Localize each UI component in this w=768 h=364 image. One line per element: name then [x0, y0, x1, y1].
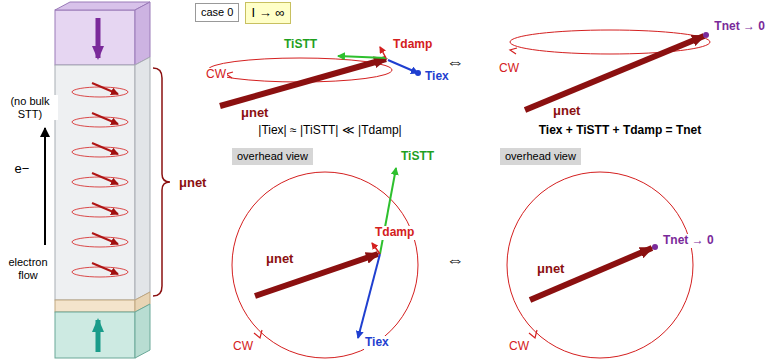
vector-label: μnet [552, 104, 581, 119]
vector-label: Tiex [364, 336, 390, 350]
vector-label: |Tiex| ≈ |TiSTT| ≪ |Tdamp| [257, 124, 402, 138]
box-text: overhead view [505, 150, 576, 162]
precession-ring [72, 207, 128, 217]
text-label: (no bulk STT) [2, 95, 58, 120]
rotation-label: CW [508, 340, 530, 354]
precession-ring [72, 177, 128, 187]
precession-ring [72, 237, 128, 247]
view-tag: overhead view [232, 148, 313, 165]
view-tag: overhead view [500, 148, 581, 165]
moment-arrow [92, 263, 118, 274]
moment-arrow [92, 143, 118, 154]
moment-arrow [92, 173, 118, 184]
vector-label: μnet [178, 176, 207, 191]
vector-label: Tdamp [374, 226, 415, 240]
vector-label: μnet [240, 106, 269, 121]
vector-label: μnet [536, 262, 565, 277]
moment-arrow [92, 203, 118, 214]
precession-ring [72, 147, 128, 157]
text-label: electron flow [2, 256, 54, 281]
text-label: ⇔ [445, 52, 465, 73]
box-text: case 0 [201, 6, 233, 18]
vector-label: μnet [265, 252, 294, 267]
moment-arrow [92, 233, 118, 244]
rotation-label: CW [205, 68, 227, 82]
precession-ring [72, 87, 128, 97]
vector-label: Tnet → 0 [713, 20, 766, 34]
precession-ring [72, 267, 128, 277]
text-label: ⇔ [445, 250, 465, 271]
vector-label: TiSTT [283, 38, 318, 52]
vector-label: Tiex + TiSTT + Tdamp = Tnet [538, 124, 703, 138]
box-text: overhead view [237, 150, 308, 162]
vector-label: Tdamp [392, 38, 433, 52]
moment-arrow [92, 113, 118, 124]
box-text: I → ∞ [251, 5, 284, 20]
rotation-label: CW [232, 340, 254, 354]
text-label: e− [14, 162, 31, 177]
rotation-label: CW [498, 62, 520, 76]
case-box: case 0 [195, 3, 239, 22]
moment-arrow [92, 83, 118, 94]
vector-label: Tnet → 0 [662, 234, 715, 248]
vector-label: TiSTT [400, 150, 435, 164]
case-box: I → ∞ [245, 2, 290, 24]
precession-ring [72, 117, 128, 127]
